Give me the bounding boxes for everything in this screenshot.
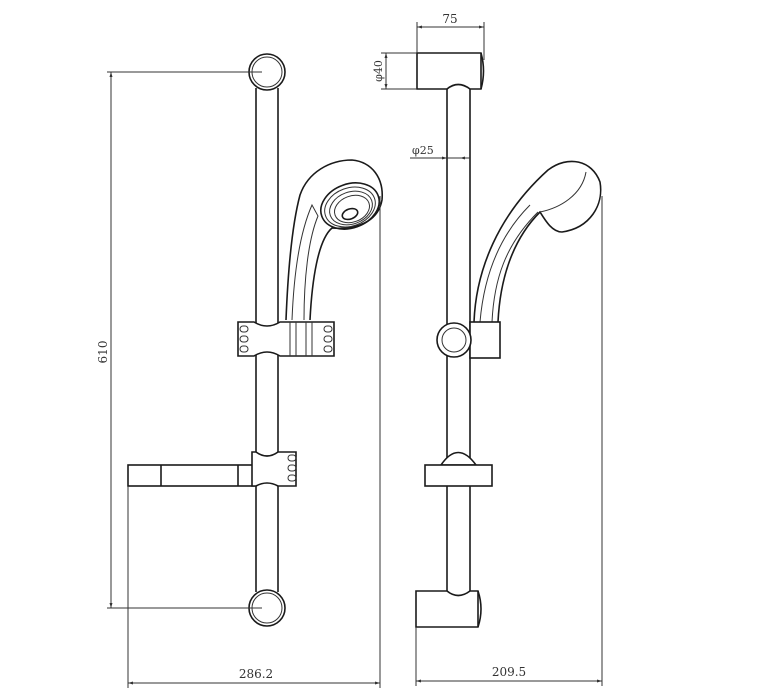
rail-diameter-label: φ25	[412, 144, 434, 157]
slider-clip	[237, 321, 335, 357]
slider-clip	[436, 321, 501, 359]
side-width-label: 209.5	[492, 665, 526, 679]
soap-holder	[424, 451, 493, 487]
bracket-diameter-label: φ40	[372, 60, 385, 82]
side-width-dimension: 209.5	[415, 196, 603, 686]
hand-shower	[473, 160, 602, 323]
bracket-diameter-dimension: φ40	[372, 52, 417, 90]
height-dimension: 610	[96, 71, 262, 609]
bottom-wall-bracket	[415, 590, 482, 628]
side-view: 75 φ40 φ25 209.5	[372, 12, 603, 686]
soap-dish	[127, 451, 297, 487]
front-width-label: 286.2	[239, 667, 273, 681]
front-width-dimension: 286.2	[127, 196, 381, 688]
front-view: 610 286.2	[96, 53, 383, 688]
top-wall-bracket	[416, 52, 485, 90]
height-dimension-label: 610	[96, 341, 110, 364]
hand-shower	[285, 159, 383, 321]
bracket-length-dimension: 75	[416, 12, 485, 60]
bottom-wall-bracket	[248, 589, 286, 627]
rail-diameter-dimension: φ25	[410, 144, 470, 160]
bracket-length-label: 75	[442, 12, 457, 26]
